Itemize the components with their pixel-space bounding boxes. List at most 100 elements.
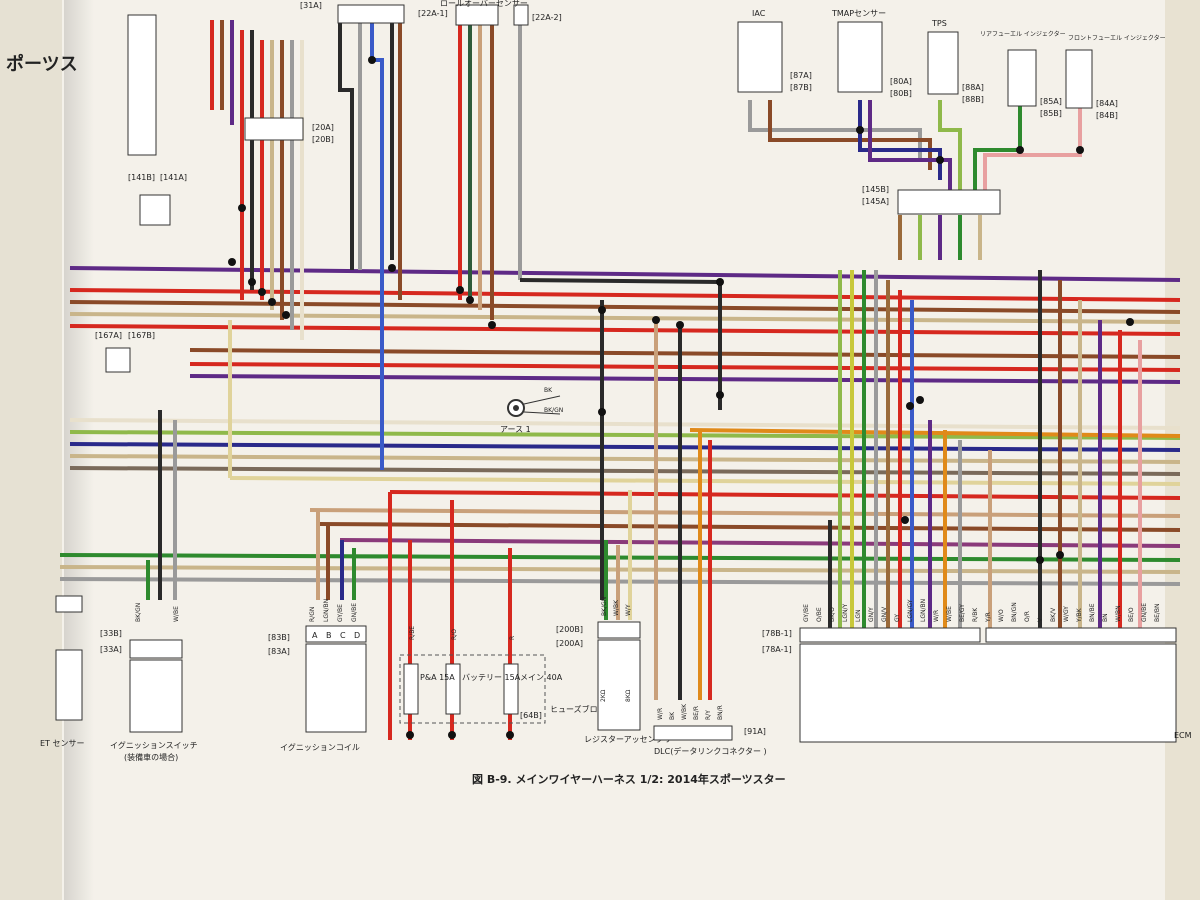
svg-text:BK/GN: BK/GN [601, 597, 608, 616]
header-left: ポーツス [6, 53, 78, 75]
svg-text:メイン 40A: メイン 40A [520, 673, 563, 682]
ecm-wire-label: O/BE [816, 607, 823, 622]
ecm-wire-label: BN/GN [1011, 602, 1018, 622]
svg-text:BN/R: BN/R [717, 705, 724, 720]
ecm-wire-label: BK/O [829, 607, 836, 622]
ecm-wire-label: LGN/GY [907, 599, 914, 622]
ecm-wire-label: W/R [933, 610, 940, 622]
svg-text:[167B]: [167B] [128, 331, 155, 340]
svg-text:D: D [354, 631, 360, 640]
svg-text:BK: BK [544, 387, 553, 394]
svg-text:GY/BE: GY/BE [337, 604, 344, 622]
ecm-wire-label: GN/Y [868, 607, 875, 622]
ecm-wire-label: BE/BN [1154, 603, 1161, 622]
svg-text:[83A]: [83A] [268, 647, 290, 656]
ecm-wire-label: W/O [998, 609, 1005, 622]
svg-text:[87A]: [87A] [790, 71, 812, 80]
svg-text:W/Y: W/Y [625, 604, 632, 616]
et-sensor: ET センサー [40, 595, 84, 748]
svg-text:[88B]: [88B] [962, 95, 984, 104]
svg-text:ET センサー: ET センサー [40, 739, 84, 748]
svg-text:ECM: ECM [1174, 731, 1192, 740]
svg-text:[20B]: [20B] [312, 135, 334, 144]
resistor-assembly: [200B] [200A] 2KΩ 8KΩ BK/GN W/BK W/Y レジス… [556, 597, 679, 744]
svg-text:フロントフューエル インジェクター: フロントフューエル インジェクター [1068, 34, 1166, 42]
svg-text:BK/GN: BK/GN [544, 407, 563, 414]
svg-text:[33A]: [33A] [100, 645, 122, 654]
svg-text:[141B]: [141B] [128, 173, 155, 182]
svg-text:[145A]: [145A] [862, 197, 889, 206]
svg-text:P&A 15A: P&A 15A [420, 673, 455, 682]
svg-text:[85A]: [85A] [1040, 97, 1062, 106]
ecm-wire-label: LGN [855, 610, 862, 622]
svg-text:R: R [509, 636, 516, 640]
svg-text:[141A]: [141A] [160, 173, 187, 182]
svg-text:[145B]: [145B] [862, 185, 889, 194]
svg-text:[83B]: [83B] [268, 633, 290, 642]
svg-text:8KΩ: 8KΩ [625, 689, 632, 702]
svg-text:C: C [340, 631, 346, 640]
svg-text:[78A-1]: [78A-1] [762, 645, 792, 654]
svg-text:[91A]: [91A] [744, 727, 766, 736]
svg-text:[33B]: [33B] [100, 629, 122, 638]
svg-text:ロールオーバーセンサー: ロールオーバーセンサー [440, 0, 528, 8]
svg-text:R/GN: R/GN [309, 607, 316, 622]
figure-caption: 図 B-9. メインワイヤーハーネス 1/2: 2014年スポーツスター [472, 772, 786, 786]
svg-text:TMAPセンサー: TMAPセンサー [831, 9, 886, 18]
svg-text:[22A-1]: [22A-1] [418, 9, 448, 18]
svg-text:R/Y: R/Y [705, 710, 712, 720]
svg-text:[64B]: [64B] [520, 711, 542, 720]
svg-text:W/BE: W/BE [173, 606, 180, 622]
top-left-connectors: [20A] [20B] [31A] [22A-1] [22A-2] ロールオーバ… [95, 0, 562, 373]
svg-text:R/O: R/O [451, 629, 458, 640]
svg-text:R/BE: R/BE [409, 626, 416, 640]
svg-text:GN/BE: GN/BE [351, 603, 358, 622]
svg-text:ヒューズブロック: ヒューズブロック [550, 704, 614, 714]
svg-text:アース 1: アース 1 [500, 425, 531, 434]
ecm-wire-label: BK/V [1050, 607, 1057, 622]
top-right-sensors: IAC [87A] [87B] TMAPセンサー [80A] [80B] TPS… [737, 9, 1166, 215]
svg-text:[87B]: [87B] [790, 83, 812, 92]
svg-text:[31A]: [31A] [300, 1, 322, 10]
svg-text:[84B]: [84B] [1096, 111, 1118, 120]
svg-text:[200B]: [200B] [556, 625, 583, 634]
svg-text:[85B]: [85B] [1040, 109, 1062, 118]
svg-text:バッテリー 15A: バッテリー 15A [462, 673, 521, 682]
svg-text:リアフューエル インジェクター: リアフューエル インジェクター [980, 30, 1066, 38]
dlc-connector: [91A] DLC(データリンクコネクター ) W/R BK W/BK BE/R… [653, 703, 767, 756]
ground-point: BK BK/GN アース 1 [500, 387, 563, 434]
svg-text:(装備車の場合): (装備車の場合) [124, 752, 178, 762]
ecm-wire-label: W/BE [946, 606, 953, 622]
ecm-wire-label: V [1037, 617, 1044, 622]
svg-text:IAC: IAC [752, 9, 766, 18]
svg-text:LGN/BN: LGN/BN [323, 599, 330, 622]
svg-text:DLC(データリンクコネクター ): DLC(データリンクコネクター ) [654, 746, 767, 756]
svg-text:[84A]: [84A] [1096, 99, 1118, 108]
svg-text:[88A]: [88A] [962, 83, 984, 92]
ignition-switch: [33B] [33A] BK/GN W/BE イグニッションスイッチ (装備車の… [100, 603, 198, 762]
svg-text:2KΩ: 2KΩ [600, 689, 607, 702]
ecm-wire-label: Y/R [985, 612, 992, 623]
svg-text:BK/GN: BK/GN [135, 603, 142, 622]
svg-text:[200A]: [200A] [556, 639, 583, 648]
svg-text:A: A [312, 631, 318, 640]
ecm-wire-label: BN [1102, 613, 1109, 622]
ecm-wire-label: GY [894, 614, 901, 622]
ecm-wire-label: Y/BK [1076, 607, 1083, 623]
svg-text:BK: BK [669, 711, 676, 720]
ecm-wire-label: GN/BE [1141, 603, 1148, 622]
ecm-wire-label: W/GY [1063, 606, 1070, 622]
svg-text:[80B]: [80B] [890, 89, 912, 98]
svg-text:TPS: TPS [931, 19, 947, 28]
vertical-wires [146, 20, 1142, 740]
ignition-coil: [83B] [83A] A B C D R/GN LGN/BN GY/BE GN… [268, 599, 367, 752]
ecm-wire-label: O/R [1024, 611, 1031, 622]
ecm-wire-label: W/BN [1115, 605, 1122, 622]
ecm-wire-label: BN/BE [1089, 603, 1096, 622]
horizontal-wire-bus [59, 266, 1181, 586]
svg-text:イグニッションスイッチ: イグニッションスイッチ [110, 740, 198, 750]
svg-text:[20A]: [20A] [312, 123, 334, 132]
svg-text:W/BK: W/BK [681, 703, 688, 720]
svg-text:W/R: W/R [657, 708, 664, 720]
